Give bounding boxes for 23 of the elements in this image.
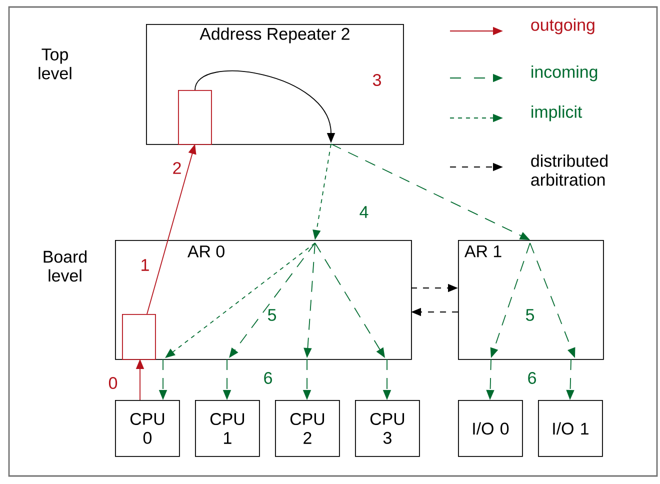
device-box: CPU 0	[115, 400, 180, 457]
step-number: 6	[528, 372, 536, 384]
step-number: 3	[372, 74, 381, 86]
device-box: CPU 1	[195, 400, 260, 457]
buffer-box	[178, 90, 212, 145]
level-label: Board level	[44, 250, 86, 282]
legend-text: incoming	[532, 65, 598, 82]
device-box: CPU 3	[355, 400, 420, 457]
legend-text: distributed arbitration	[531, 154, 608, 186]
level-label: Top level	[38, 48, 72, 80]
device-box: I/O 0	[458, 400, 523, 457]
legend-text: outgoing	[531, 18, 594, 34]
device-box: CPU 2	[275, 400, 340, 457]
legend-text: implicit	[532, 105, 582, 122]
device-box: I/O 1	[538, 400, 603, 457]
step-number: 5	[268, 309, 276, 321]
buffer-box	[122, 314, 156, 360]
step-number: 0	[108, 377, 118, 389]
step-number: 4	[360, 206, 368, 218]
step-number: 2	[173, 162, 181, 174]
step-number: 6	[264, 372, 272, 384]
step-number: 5	[526, 309, 534, 321]
step-number: 1	[142, 259, 149, 271]
